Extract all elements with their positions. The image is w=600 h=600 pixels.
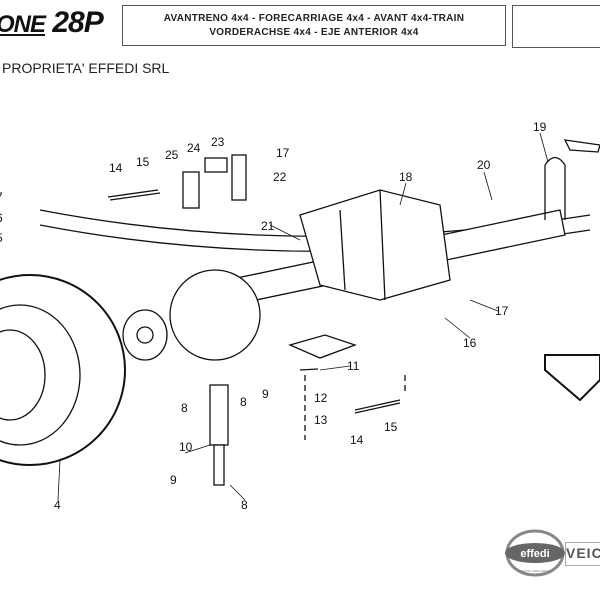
tire	[0, 274, 126, 466]
direction-arrow	[544, 354, 600, 402]
callout-17: 17	[276, 146, 290, 160]
callout-5: 5	[0, 231, 3, 245]
brand-name: ONE	[0, 11, 46, 38]
company-name: VEICO	[566, 545, 600, 561]
callout-20: 20	[477, 158, 491, 172]
brand-logo: ONE 28P	[0, 6, 104, 40]
differential-housing	[299, 189, 451, 301]
page-number-box	[512, 5, 600, 48]
callout-14: 14	[109, 161, 123, 175]
u-bolt	[544, 156, 566, 220]
title-line-1: AVANTRENO 4x4 - FORECARRIAGE 4x4 - AVANT…	[163, 13, 465, 24]
callout-8a: 8	[181, 401, 188, 415]
callout-14b: 14	[350, 433, 364, 447]
effedi-logo: effedi VEICOLI INDUSTRIALI	[505, 529, 565, 577]
callout-12: 12	[314, 391, 328, 405]
callout-15b: 15	[384, 420, 398, 434]
callout-24: 24	[187, 141, 201, 155]
callout-6: 6	[0, 211, 3, 225]
callout-25: 25	[165, 148, 179, 162]
spring-plate	[288, 334, 357, 359]
callout-23: 23	[211, 135, 225, 149]
shock-absorber	[209, 384, 229, 446]
callout-8b: 8	[240, 395, 247, 409]
model-name: 28P	[52, 6, 103, 39]
effedi-logo-text: effedi	[520, 548, 549, 560]
brake-drum	[169, 269, 261, 361]
callouts: 19 14 15 25 24 23 17 22 18 20 21 7 6 5 1…	[0, 120, 547, 512]
callout-17b: 17	[495, 304, 509, 318]
callout-18: 18	[399, 170, 413, 184]
company-box	[565, 542, 600, 566]
callout-8c: 8	[241, 498, 248, 512]
callout-9b: 9	[170, 473, 177, 487]
callout-13: 13	[314, 413, 328, 427]
ownership-notice: PROPRIETA' EFFEDI SRL	[2, 60, 170, 76]
callout-22: 22	[273, 170, 287, 184]
title-line-2: VORDERACHSE 4x4 - EJE ANTERIOR 4x4	[209, 27, 419, 38]
effedi-logo-subtext: VEICOLI INDUSTRIALI	[519, 569, 551, 573]
callout-19: 19	[533, 120, 547, 134]
callout-9a: 9	[262, 387, 269, 401]
bolt	[107, 189, 161, 201]
title-box: AVANTRENO 4x4 - FORECARRIAGE 4x4 - AVANT…	[122, 5, 506, 46]
wheel-hub	[122, 309, 168, 361]
callout-11: 11	[347, 359, 360, 373]
callout-10: 10	[179, 440, 193, 454]
callout-4: 4	[54, 498, 61, 512]
callout-21: 21	[261, 219, 275, 233]
callout-15: 15	[136, 155, 150, 169]
callout-16: 16	[463, 336, 477, 350]
callout-7: 7	[0, 190, 3, 204]
